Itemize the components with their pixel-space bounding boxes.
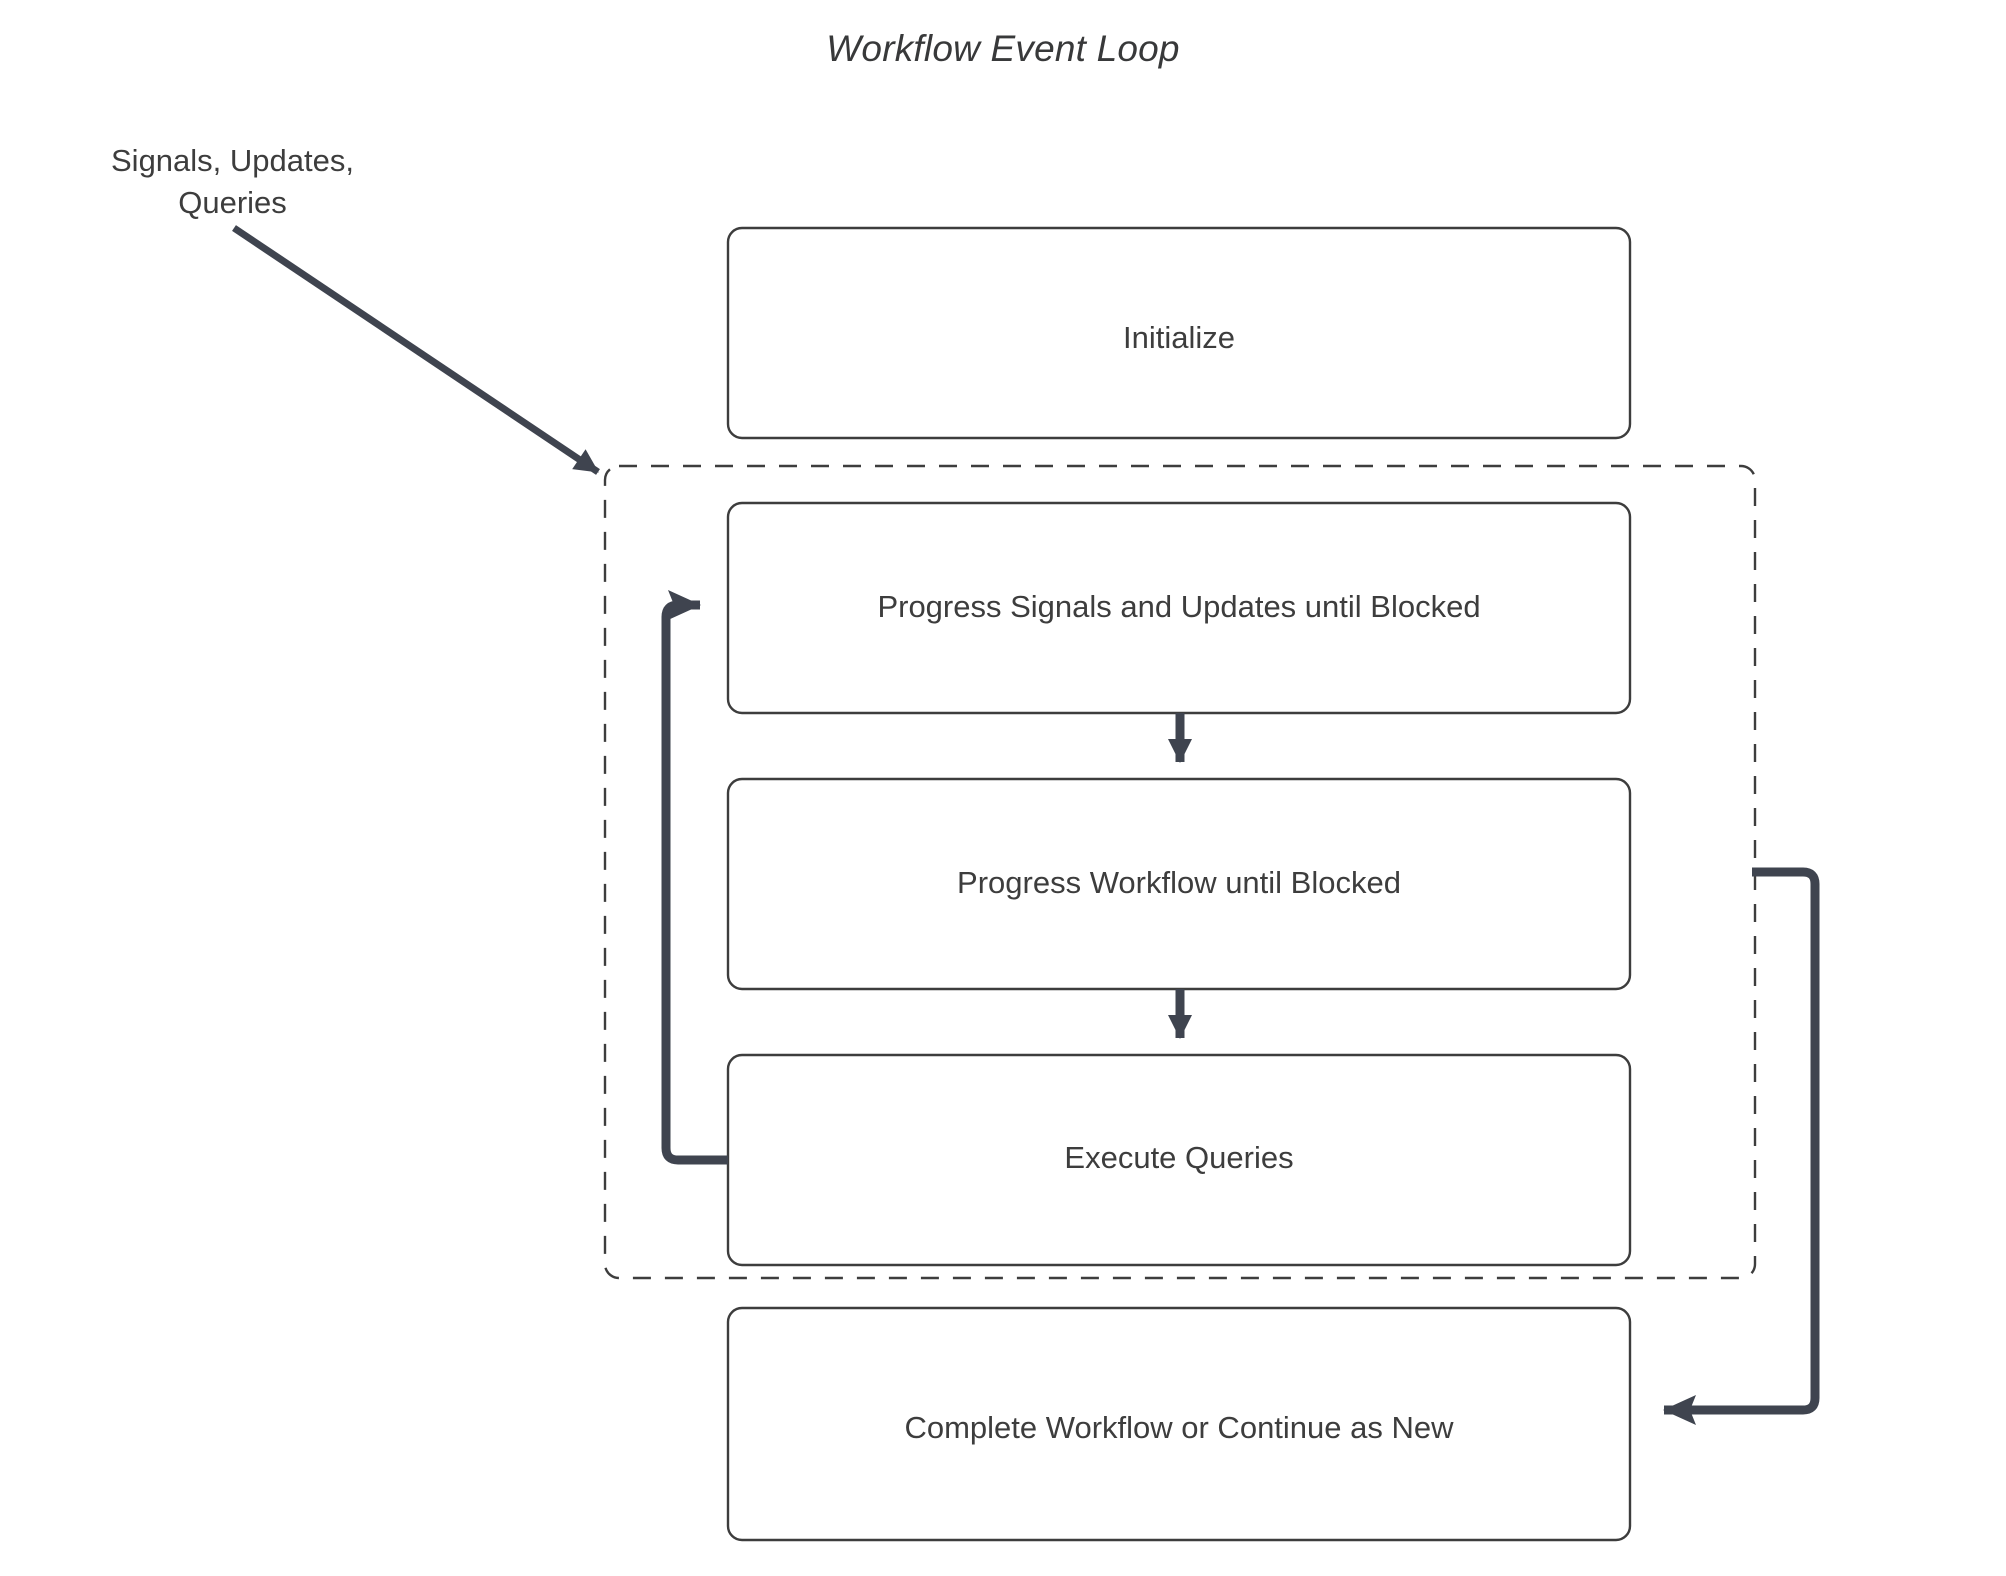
- node-progress-signals-updates-box[interactable]: [726, 501, 1632, 715]
- event-loop-container: [603, 464, 1757, 1280]
- node-execute-queries-box[interactable]: [726, 1053, 1632, 1267]
- edge-external-input-arrow: [232, 225, 600, 475]
- edge-exit-to-complete-arrow: [1663, 867, 1820, 1425]
- node-initialize-box[interactable]: [726, 226, 1632, 440]
- node-complete-workflow-box[interactable]: [726, 1306, 1632, 1542]
- edge-loop-back-arrow: [661, 590, 728, 1165]
- node-progress-workflow-box[interactable]: [726, 777, 1632, 991]
